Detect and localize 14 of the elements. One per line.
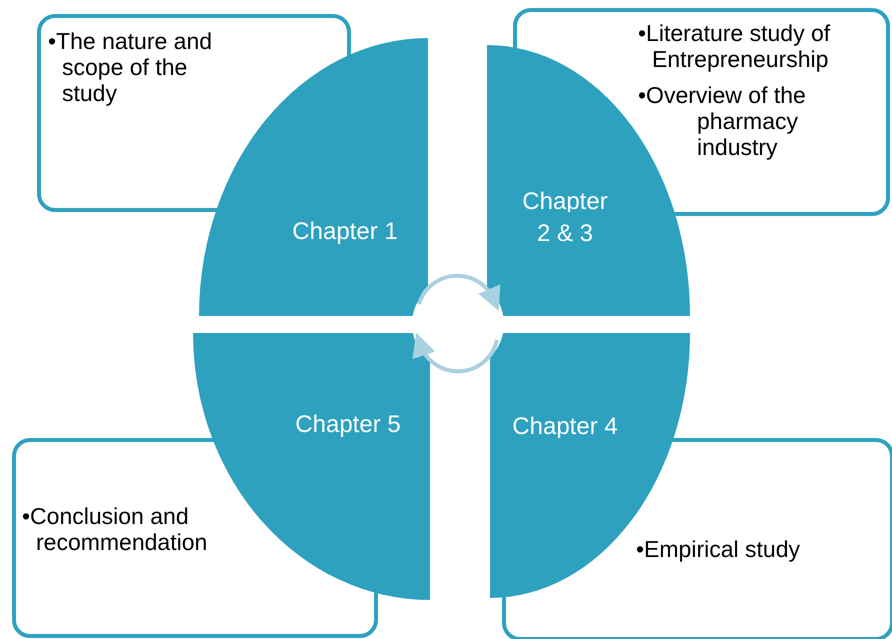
text-box — [513, 8, 890, 216]
chapter-label: Chapter 2 & 3 — [521, 187, 609, 249]
chapter-label: Chapter 4 — [511, 412, 619, 442]
bullet-text: •Literature study of Entrepreneurship — [638, 20, 832, 72]
bullet-text: •The nature and scope of the study — [48, 28, 214, 106]
bullet-text: •Overview of the pharmacy industry — [638, 82, 807, 160]
cycle-arrow — [413, 332, 499, 374]
text-box — [37, 14, 351, 212]
bullet-text: •Conclusion and recommendation — [22, 503, 208, 555]
text-box — [12, 438, 378, 638]
chapter-label: Chapter 1 — [291, 217, 399, 247]
cycle-arrow — [417, 274, 500, 311]
bullet-text: •Empirical study — [636, 536, 801, 562]
chapter-label: Chapter 5 — [294, 410, 402, 440]
